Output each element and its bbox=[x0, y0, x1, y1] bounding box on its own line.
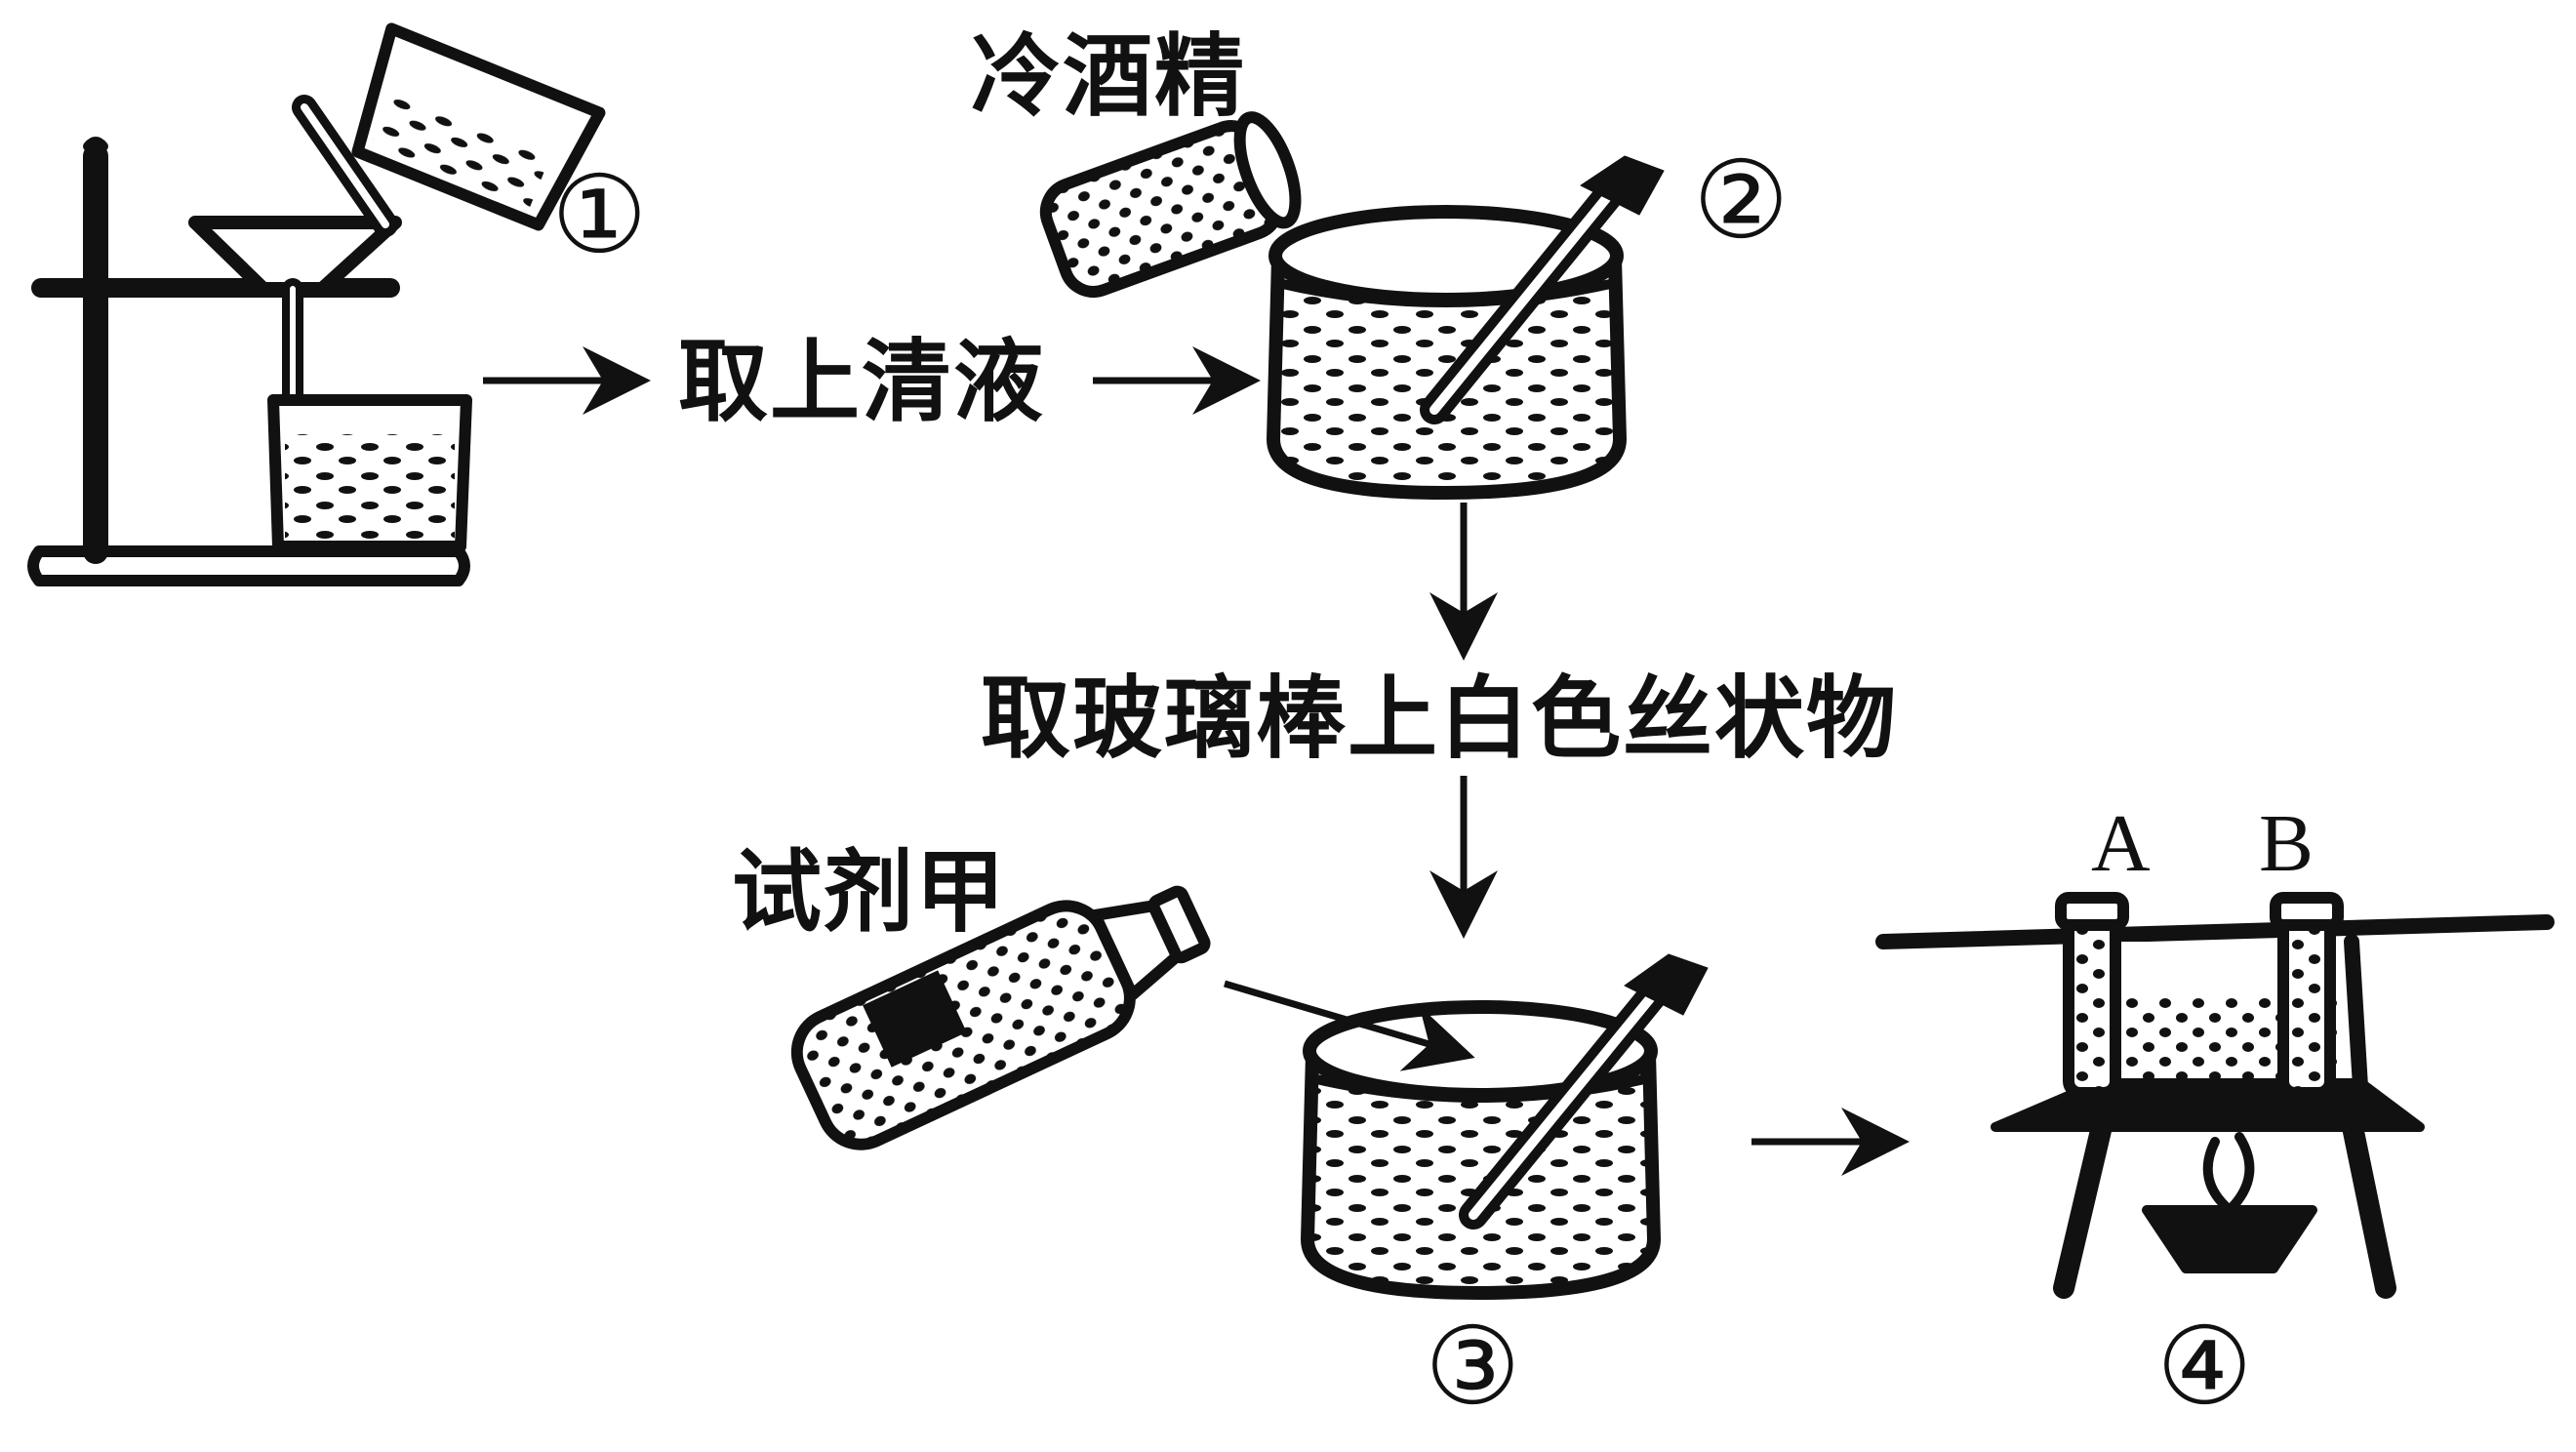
beaker-stirring-3 bbox=[1301, 953, 1709, 1300]
ethanol-tube-icon bbox=[1039, 111, 1302, 298]
label-take-supernatant: 取上清液 bbox=[678, 329, 1046, 434]
label-reagent-a: 试剂甲 bbox=[732, 839, 1008, 945]
label-tube-b: B bbox=[2259, 798, 2314, 889]
label-tube-a: A bbox=[2091, 798, 2151, 889]
step-number-2: ② bbox=[1693, 138, 1790, 262]
step-number-4: ④ bbox=[2156, 1304, 2253, 1429]
label-cold-ethanol: 冷酒精 bbox=[971, 23, 1247, 129]
step-number-3: ③ bbox=[1425, 1304, 1521, 1429]
reagent-bottle-icon bbox=[790, 885, 1211, 1150]
water-bath-apparatus bbox=[1875, 892, 2555, 1299]
filtration-apparatus bbox=[27, 22, 606, 586]
beaker-stirring-2 bbox=[1267, 155, 1665, 500]
step-number-1: ① bbox=[551, 152, 648, 277]
arrow-reagent-into-beaker bbox=[1224, 980, 1475, 1071]
label-take-white-threads: 取玻璃棒上白色丝状物 bbox=[981, 666, 1899, 771]
